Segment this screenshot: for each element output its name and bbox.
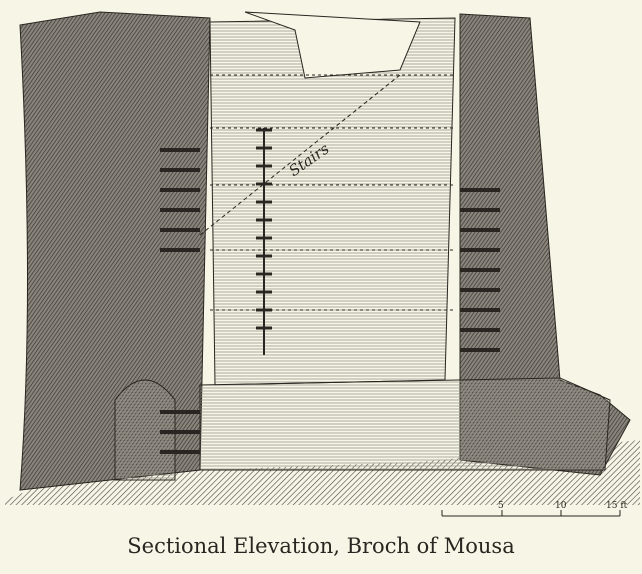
left-galleries (160, 148, 200, 454)
left-wall (19, 11, 211, 491)
central-ladder (256, 128, 272, 355)
scale-tick-10: 10 (555, 501, 567, 511)
cell-dome (114, 379, 176, 481)
lower-court (199, 377, 611, 471)
figure-caption: Sectional Elevation, Broch of Mousa (127, 534, 515, 558)
scale-tick-5: 5 (498, 501, 504, 511)
right-galleries (460, 188, 500, 352)
stairs-line (199, 74, 401, 236)
broken-top (244, 11, 421, 79)
scale-tick-15: 15 ft (606, 501, 628, 511)
scale-bar (441, 510, 621, 517)
floor-levels (210, 74, 455, 311)
